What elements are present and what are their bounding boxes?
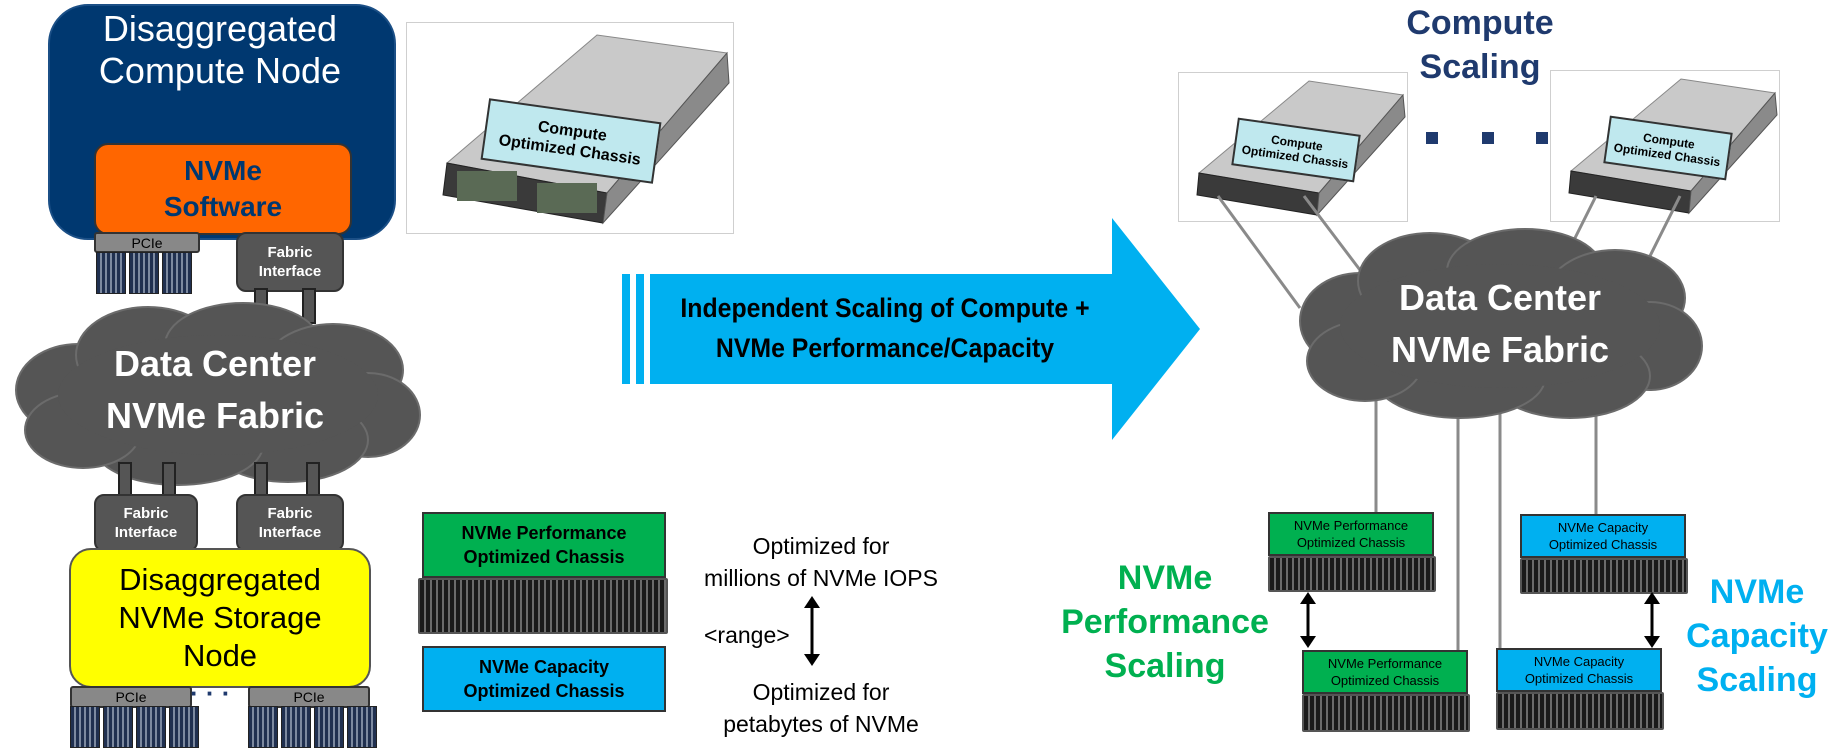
arrow-label: Independent Scaling of Compute + NVMe Pe… xyxy=(669,278,1101,378)
cap-scaling-line2: Capacity xyxy=(1686,617,1828,655)
left-fabric-cloud xyxy=(15,302,421,486)
legend-perf-line2: Optimized Chassis xyxy=(463,547,625,567)
legend-bottom-desc: Optimized for petabytes of NVMe xyxy=(676,676,966,740)
compute-node-title: Disaggregated Compute Node xyxy=(48,8,392,92)
left-cloud-label: Data Center NVMe Fabric xyxy=(40,340,390,440)
legend-bottom-desc-line2: petabytes of NVMe xyxy=(723,711,919,737)
perf-box-line2: Optimized Chassis xyxy=(1296,535,1406,550)
nvme-software-line2: Software xyxy=(163,191,283,222)
legend-top-desc: Optimized for millions of NVMe IOPS xyxy=(676,530,966,594)
ssd-icon xyxy=(162,252,192,294)
storage-ssd-group-left xyxy=(70,706,199,748)
legend-top-desc-line1: Optimized for xyxy=(752,533,890,559)
range-double-arrow-icon xyxy=(804,596,820,666)
right-perf-box-1: NVMe Performance Optimized Chassis xyxy=(1268,512,1434,556)
compute-scaling-line1: Compute xyxy=(1406,4,1554,42)
arrow-label-line1: Independent Scaling of Compute + xyxy=(680,293,1090,323)
right-cloud-line2: NVMe Fabric xyxy=(1390,329,1610,370)
right-cap-rack-2 xyxy=(1496,692,1664,730)
ssd-icon xyxy=(169,706,199,748)
perf-box-line1: NVMe Performance xyxy=(1327,656,1443,671)
ssd-icon xyxy=(248,706,278,748)
compute-pcie-label: PCIe xyxy=(131,234,163,251)
legend-range-label: <range> xyxy=(704,622,790,648)
compute-ssd-group xyxy=(96,252,192,294)
cap-scaling-label: NVMe Capacity Scaling xyxy=(1672,566,1842,706)
perf-scaling-line1: NVMe xyxy=(1117,559,1213,597)
compute-node-title-line1: Disaggregated xyxy=(102,8,338,49)
nvme-software-line1: NVMe xyxy=(184,155,262,186)
fabric-interface-line2: Interface xyxy=(258,524,322,541)
fabric-interface-line2: Interface xyxy=(258,263,322,280)
ellipsis-dot xyxy=(1536,132,1548,144)
compute-scaling-line2: Scaling xyxy=(1419,48,1541,86)
right-cap-box-2: NVMe Capacity Optimized Chassis xyxy=(1496,648,1662,692)
cap-scaling-line1: NVMe xyxy=(1709,573,1805,611)
right-perf-rack-1 xyxy=(1268,556,1436,592)
compute-node-title-line2: Compute Node xyxy=(98,50,342,91)
storage-node-box: Disaggregated NVMe Storage Node xyxy=(69,548,371,688)
legend-perf-rack xyxy=(418,578,668,634)
storage-fabric-interface-left: Fabric Interface xyxy=(94,494,198,552)
nvme-software-box: NVMe Software xyxy=(94,143,352,235)
perf-scaling-label: NVMe Performance Scaling xyxy=(1050,552,1280,692)
cap-scaling-arrow-icon xyxy=(1644,592,1660,648)
storage-pcie-right-label: PCIe xyxy=(293,689,325,705)
ellipsis-dot xyxy=(1426,132,1438,144)
right-cloud-line1: Data Center xyxy=(1398,277,1602,318)
ssd-icon xyxy=(96,252,126,294)
fabric-interface-line1: Fabric xyxy=(267,244,313,261)
left-cloud-line1: Data Center xyxy=(113,343,317,384)
fabric-interface-line1: Fabric xyxy=(123,505,169,522)
perf-box-line2: Optimized Chassis xyxy=(1330,673,1440,688)
ssd-icon xyxy=(314,706,344,748)
ssd-icon xyxy=(129,252,159,294)
fabric-interface-line2: Interface xyxy=(114,524,178,541)
storage-fabric-interface-right: Fabric Interface xyxy=(236,494,344,552)
right-perf-rack-2 xyxy=(1302,694,1470,732)
storage-node-line3: Node xyxy=(182,638,258,673)
ssd-icon xyxy=(103,706,133,748)
compute-fabric-interface: Fabric Interface xyxy=(236,232,344,292)
perf-scaling-line2: Performance xyxy=(1061,603,1269,641)
legend-cap-line2: Optimized Chassis xyxy=(463,681,625,701)
legend-cap-line1: NVMe Capacity xyxy=(478,657,610,677)
cap-box-line1: NVMe Capacity xyxy=(1557,520,1649,535)
legend-perf-line1: NVMe Performance xyxy=(461,523,627,543)
right-cap-rack-1 xyxy=(1520,558,1688,594)
storage-pcie-left-label: PCIe xyxy=(115,689,147,705)
scaling-arrow xyxy=(622,218,1200,440)
right-cap-box-1: NVMe Capacity Optimized Chassis xyxy=(1520,514,1686,558)
right-fabric-cloud xyxy=(1299,228,1703,419)
right-perf-box-2: NVMe Performance Optimized Chassis xyxy=(1302,650,1468,694)
cap-box-line2: Optimized Chassis xyxy=(1548,537,1658,552)
legend-top-desc-line2: millions of NVMe IOPS xyxy=(704,565,938,591)
fabric-interface-line1: Fabric xyxy=(267,505,313,522)
storage-node-line2: NVMe Storage xyxy=(118,600,322,635)
compute-scaling-label: Compute Scaling xyxy=(1380,0,1580,90)
perf-box-line1: NVMe Performance xyxy=(1293,518,1409,533)
arrow-label-line2: NVMe Performance/Capacity xyxy=(715,333,1055,363)
cap-scaling-line3: Scaling xyxy=(1696,661,1818,699)
perf-scaling-line3: Scaling xyxy=(1104,647,1226,685)
ellipsis-dot xyxy=(1482,132,1494,144)
cap-box-line2: Optimized Chassis xyxy=(1524,671,1634,686)
storage-ellipsis: · · · xyxy=(190,678,231,708)
cap-box-line1: NVMe Capacity xyxy=(1533,654,1625,669)
legend-cap-box: NVMe Capacity Optimized Chassis xyxy=(422,646,666,712)
legend-bottom-desc-line1: Optimized for xyxy=(752,679,890,705)
storage-node-line1: Disaggregated xyxy=(119,562,321,597)
ssd-icon xyxy=(136,706,166,748)
legend-perf-box: NVMe Performance Optimized Chassis xyxy=(422,512,666,578)
right-cloud-label: Data Center NVMe Fabric xyxy=(1320,274,1680,374)
left-cloud-line2: NVMe Fabric xyxy=(105,395,325,436)
perf-scaling-arrow-icon xyxy=(1300,592,1316,648)
